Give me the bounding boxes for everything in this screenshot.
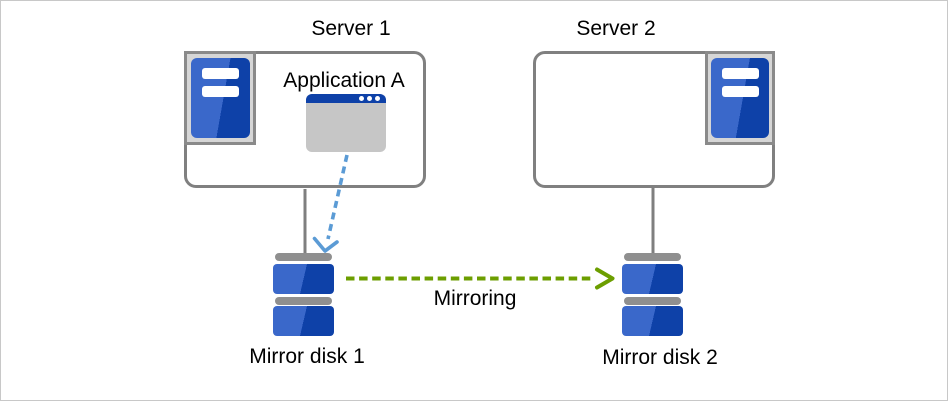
server-slot-bar [722, 68, 759, 79]
mirror-disk1-icon [273, 253, 334, 336]
server2-icon-frame [705, 51, 775, 145]
disk-cap-bar [624, 297, 681, 305]
server2-label: Server 2 [576, 17, 656, 40]
disk-cap-bar [624, 253, 681, 261]
green-arrowhead-icon [595, 267, 615, 290]
app-window-titlebar [306, 94, 386, 103]
disk-cap-bar [275, 253, 332, 261]
disk-cap-bar [275, 297, 332, 305]
mirroring-label: Mirroring [433, 287, 517, 310]
disk-platter [273, 306, 334, 336]
server-slot-bar [722, 86, 759, 97]
server-tower-icon [191, 58, 250, 138]
blue-arrowhead-icon [312, 236, 339, 253]
disk-platter [622, 306, 683, 336]
titlebar-dot [375, 96, 380, 101]
disk-platter [273, 263, 334, 294]
disk1-label: Mirror disk 1 [249, 345, 365, 368]
application-label: Application A [283, 69, 405, 92]
server-slot-bar [202, 86, 239, 97]
server1-icon-frame [184, 51, 256, 145]
titlebar-dot [359, 96, 364, 101]
mirror-disk2-icon [622, 253, 683, 336]
disk-platter [622, 263, 683, 294]
server-tower-icon [711, 58, 769, 138]
server-slot-bar [202, 68, 239, 79]
app-window-icon [306, 94, 386, 152]
titlebar-dot [367, 96, 372, 101]
disk2-label: Mirror disk 2 [602, 346, 718, 369]
server1-label: Server 1 [311, 17, 391, 40]
